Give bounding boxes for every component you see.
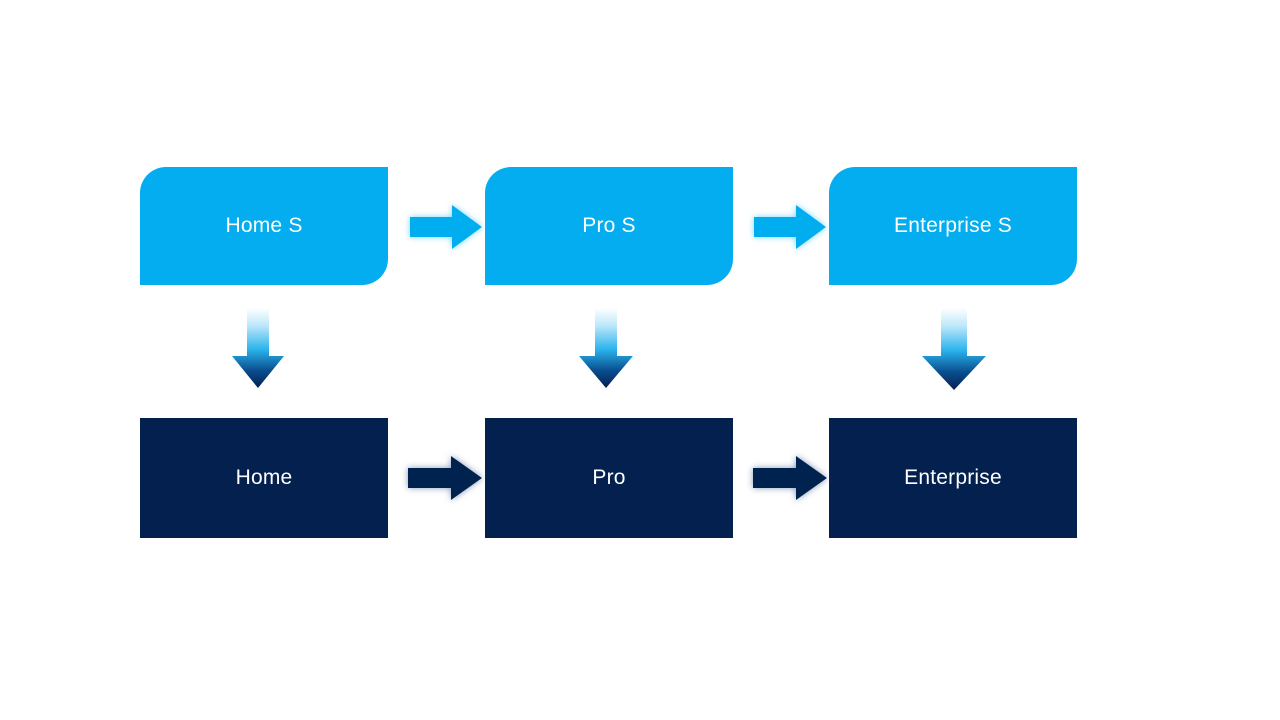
connector-pro-s-to-pro	[575, 308, 637, 392]
right-arrow-icon	[410, 205, 482, 249]
node-home-s-label: Home S	[225, 214, 303, 238]
node-pro-s[interactable]: Pro S	[485, 167, 733, 285]
connector-enterprise-s-to-enterprise	[918, 308, 990, 392]
node-home-s[interactable]: Home S	[140, 167, 388, 285]
down-arrow-icon	[232, 308, 284, 388]
node-enterprise-s-label: Enterprise S	[894, 214, 1012, 238]
right-arrow-icon	[408, 456, 482, 500]
node-home-label: Home	[235, 466, 293, 490]
down-arrow-icon	[922, 308, 986, 390]
node-pro[interactable]: Pro	[485, 418, 733, 538]
connector-pro-to-enterprise	[750, 452, 830, 504]
connector-home-s-to-pro-s	[408, 202, 484, 252]
down-arrow-icon	[579, 308, 633, 388]
connector-home-s-to-home	[228, 308, 288, 392]
node-enterprise[interactable]: Enterprise	[829, 418, 1077, 538]
connector-home-to-pro	[405, 452, 485, 504]
connector-pro-s-to-enterprise-s	[752, 202, 828, 252]
right-arrow-icon	[753, 456, 827, 500]
right-arrow-icon	[754, 205, 826, 249]
node-home[interactable]: Home	[140, 418, 388, 538]
node-enterprise-label: Enterprise	[904, 466, 1002, 490]
node-pro-label: Pro	[592, 466, 626, 490]
node-enterprise-s[interactable]: Enterprise S	[829, 167, 1077, 285]
node-pro-s-label: Pro S	[582, 214, 636, 238]
